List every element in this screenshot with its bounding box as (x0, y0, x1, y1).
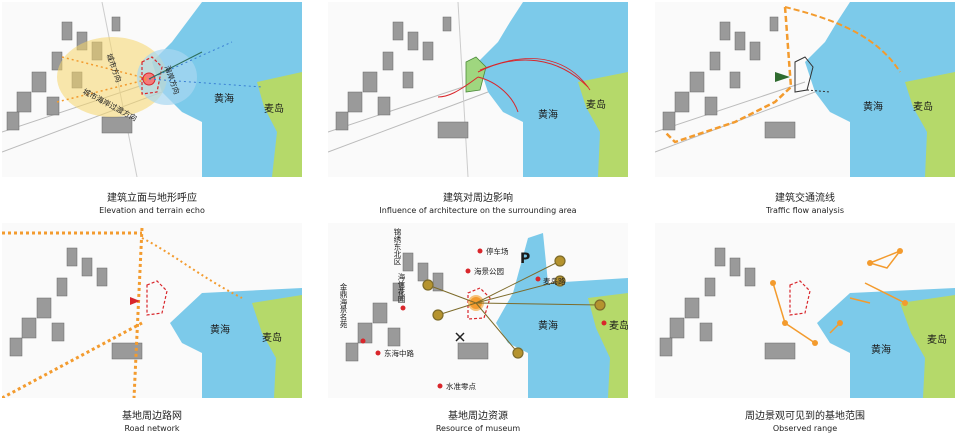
resource-zero-point: 水准零点 (446, 382, 476, 391)
caption-traffic: 建筑交通流线 Traffic flow analysis (655, 192, 955, 216)
parking-icon: P (520, 251, 531, 267)
panel-traffic: 黄海 麦岛 (655, 2, 955, 177)
panel-resource: 黄海 麦岛 停车场 海景公园 麦岛路 水准零点 东海中路 金鼎海景名苑 海信花园… (328, 223, 628, 398)
caption-cn: 建筑立面与地形呼应 (107, 193, 197, 204)
map-influence (328, 2, 628, 177)
caption-cn: 基地周边路网 (122, 411, 182, 422)
caption-en: Traffic flow analysis (766, 206, 844, 215)
sea-label: 黄海 (538, 321, 558, 332)
island-label: 麦岛 (264, 104, 284, 115)
island-label: 麦岛 (927, 335, 947, 346)
panel-elevation: 黄海 麦岛 城市方向 海岸方向 城市海岸过渡方向 (2, 2, 302, 177)
caption-en: Influence of architecture on the surroun… (379, 206, 577, 215)
caption-elevation: 建筑立面与地形呼应 Elevation and terrain echo (2, 192, 302, 216)
caption-observed: 周边景观可见到的基地范围 Observed range (655, 410, 955, 434)
island-label: 麦岛 (913, 102, 933, 113)
sea-label: 黄海 (210, 325, 230, 336)
map-road (2, 223, 302, 398)
caption-en: Road network (124, 424, 180, 433)
map-elevation (2, 2, 302, 177)
island-label: 麦岛 (586, 100, 606, 111)
caption-cn: 建筑交通流线 (775, 193, 835, 204)
caption-en: Elevation and terrain echo (99, 206, 205, 215)
panel-road: 黄海 麦岛 (2, 223, 302, 398)
caption-cn: 周边景观可见到的基地范围 (745, 411, 865, 422)
caption-en: Resource of museum (435, 424, 521, 433)
resource-jinxiu: 锦绣东北区 (393, 228, 402, 266)
caption-resource: 基地周边资源 Resource of museum (328, 410, 628, 434)
map-traffic (655, 2, 955, 177)
caption-en: Observed range (772, 424, 838, 433)
island-label: 麦岛 (609, 321, 628, 332)
resource-seaview-park: 海景公园 (474, 267, 504, 276)
caption-road: 基地周边路网 Road network (2, 410, 302, 434)
sea-label: 黄海 (871, 345, 891, 356)
caption-cn: 建筑对周边影响 (443, 193, 513, 204)
resource-hisense: 海信花园 (397, 273, 406, 303)
caption-cn: 基地周边资源 (448, 411, 508, 422)
sea-label: 黄海 (863, 102, 883, 113)
panel-influence: 黄海 麦岛 (328, 2, 628, 177)
island-label: 麦岛 (262, 333, 282, 344)
map-observed (655, 223, 955, 398)
sea-label: 黄海 (538, 110, 558, 121)
map-resource (328, 223, 628, 398)
caption-influence: 建筑对周边影响 Influence of architecture on the… (328, 192, 628, 216)
sea-label: 黄海 (214, 94, 234, 105)
resource-donghai-road: 东海中路 (384, 349, 414, 358)
resource-maidao-road: 麦岛路 (543, 277, 566, 286)
resource-jinding: 金鼎海景名苑 (339, 283, 348, 328)
panel-observed: 黄海 麦岛 (655, 223, 955, 398)
resource-parking: 停车场 (486, 247, 509, 256)
